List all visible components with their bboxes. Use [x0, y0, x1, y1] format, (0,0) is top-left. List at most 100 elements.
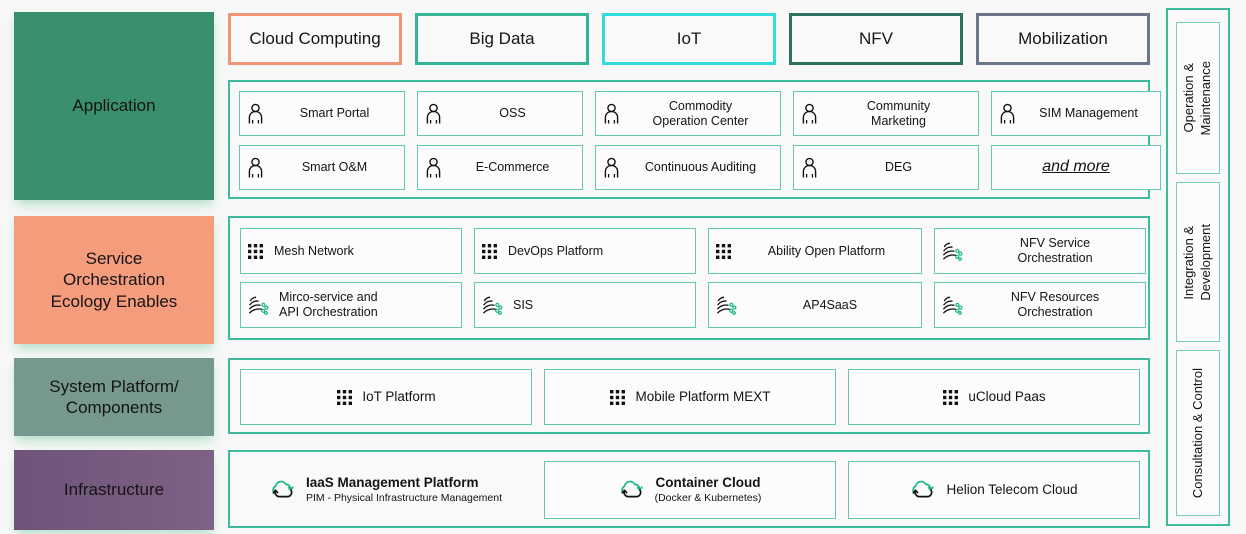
- app-item-label: and more: [1042, 158, 1110, 176]
- svc-item-label: NFV Service Orchestration: [1017, 236, 1093, 265]
- inf-item-container-cloud[interactable]: Container Cloud (Docker & Kubernetes): [544, 461, 836, 519]
- layer-label-system-text: System Platform/ Components: [49, 376, 179, 417]
- signal-arc-icon: [482, 296, 503, 315]
- side-item-integration-development[interactable]: Integration & Development: [1176, 182, 1220, 342]
- tag-nfv[interactable]: NFV: [789, 13, 963, 65]
- sys-item-mobile-platform-mext[interactable]: Mobile Platform MEXT: [544, 369, 836, 425]
- technology-tag-row: Cloud Computing Big Data IoT NFV Mobiliz…: [228, 13, 1150, 65]
- layer-label-application-text: Application: [72, 96, 156, 116]
- app-item-and-more[interactable]: and more: [991, 145, 1161, 190]
- svc-item-sis[interactable]: SIS: [474, 282, 696, 328]
- tag-big-data-label: Big Data: [469, 29, 535, 48]
- inf-item-iaas-management-platform[interactable]: IaaS Management Platform PIM - Physical …: [240, 461, 532, 519]
- tag-mobilization-label: Mobilization: [1018, 29, 1108, 48]
- signal-arc-icon: [942, 296, 963, 315]
- layer-label-service: Service Orchestration Ecology Enables: [14, 216, 214, 344]
- tag-iot-label: IoT: [676, 29, 702, 48]
- inf-item-subtitle: (Docker & Kubernetes): [654, 491, 762, 504]
- dots-grid-icon: [610, 389, 626, 405]
- inf-item-title: Container Cloud: [655, 475, 761, 491]
- sys-item-label: uCloud Paas: [968, 389, 1046, 405]
- service-items-grid: Mesh Network DevOps Platform Ability Ope…: [240, 228, 1146, 330]
- person-icon: [802, 103, 817, 123]
- side-item-label: Integration & Development: [1181, 223, 1213, 301]
- app-item-oss[interactable]: OSS: [417, 91, 583, 136]
- app-item-label: Commodity Operation Center: [652, 98, 749, 128]
- layer-label-system: System Platform/ Components: [14, 358, 214, 436]
- person-icon: [248, 103, 263, 123]
- svc-item-label: AP4SaaS: [802, 297, 858, 312]
- person-icon: [802, 157, 817, 177]
- tag-mobilization[interactable]: Mobilization: [976, 13, 1150, 65]
- cross-cutting-services-column: Operation & Maintenance Integration & De…: [1166, 8, 1230, 526]
- system-items-grid: IoT Platform Mobile Platform MEXT uCloud…: [240, 369, 1140, 425]
- svc-item-nfv-service-orchestration[interactable]: NFV Service Orchestration: [934, 228, 1146, 274]
- layer-label-infrastructure: Infrastructure: [14, 450, 214, 530]
- layers-content-column: Cloud Computing Big Data IoT NFV Mobiliz…: [228, 0, 1161, 534]
- app-item-continuous-auditing[interactable]: Continuous Auditing: [595, 145, 781, 190]
- app-item-e-commerce[interactable]: E-Commerce: [417, 145, 583, 190]
- service-layer-panel: Mesh Network DevOps Platform Ability Ope…: [228, 216, 1150, 340]
- app-item-label: Community Marketing: [866, 98, 931, 128]
- inf-item-subtitle: PIM - Physical Infrastructure Management: [305, 491, 503, 504]
- person-icon: [1000, 103, 1015, 123]
- signal-arc-icon: [716, 296, 737, 315]
- person-icon: [248, 157, 263, 177]
- sys-item-label: IoT Platform: [362, 389, 436, 405]
- tag-big-data[interactable]: Big Data: [415, 13, 589, 65]
- cloud-refresh-icon: [912, 480, 935, 498]
- cloud-refresh-icon: [272, 480, 294, 498]
- app-item-label: Smart O&M: [301, 160, 368, 175]
- inf-item-helion-telecom-cloud[interactable]: Helion Telecom Cloud: [848, 461, 1140, 519]
- tag-cloud-computing[interactable]: Cloud Computing: [228, 13, 402, 65]
- sys-item-ucloud-paas[interactable]: uCloud Paas: [848, 369, 1140, 425]
- layer-label-column: Application Service Orchestration Ecolog…: [14, 0, 214, 534]
- application-items-grid: Smart Portal OSS Commodity Operation Cen…: [239, 91, 1161, 190]
- inf-item-title: IaaS Management Platform: [305, 475, 479, 491]
- svc-item-mesh-network[interactable]: Mesh Network: [240, 228, 462, 274]
- layer-label-service-text: Service Orchestration Ecology Enables: [50, 249, 178, 311]
- app-item-sim-management[interactable]: SIM Management: [991, 91, 1161, 136]
- dots-grid-icon: [482, 243, 497, 259]
- app-item-label: Smart Portal: [299, 106, 370, 121]
- infrastructure-items-grid: IaaS Management Platform PIM - Physical …: [240, 461, 1140, 519]
- signal-arc-icon: [942, 242, 963, 261]
- app-item-label: SIM Management: [1039, 106, 1138, 121]
- svc-item-devops-platform[interactable]: DevOps Platform: [474, 228, 696, 274]
- svc-item-label: DevOps Platform: [508, 243, 604, 258]
- person-icon: [604, 157, 619, 177]
- sys-item-iot-platform[interactable]: IoT Platform: [240, 369, 532, 425]
- person-icon: [604, 103, 619, 123]
- system-layer-panel: IoT Platform Mobile Platform MEXT uCloud…: [228, 358, 1150, 434]
- dots-grid-icon: [248, 243, 263, 259]
- sys-item-label: Mobile Platform MEXT: [635, 389, 771, 405]
- app-item-deg[interactable]: DEG: [793, 145, 979, 190]
- svc-item-label: Mirco-service and API Orchestration: [279, 290, 378, 319]
- tag-cloud-computing-label: Cloud Computing: [249, 29, 381, 48]
- side-item-consultation-control[interactable]: Consultation & Control: [1176, 350, 1220, 516]
- layer-label-infrastructure-text: Infrastructure: [63, 480, 165, 500]
- svc-item-ability-open-platform[interactable]: Ability Open Platform: [708, 228, 922, 274]
- svc-item-label: Mesh Network: [274, 243, 354, 258]
- svc-item-nfv-resources-orchestration[interactable]: NFV Resources Orchestration: [934, 282, 1146, 328]
- app-item-label: DEG: [884, 160, 913, 175]
- svc-item-ap4saas[interactable]: AP4SaaS: [708, 282, 922, 328]
- dots-grid-icon: [337, 389, 353, 405]
- svc-item-micro-service-api-orchestration[interactable]: Mirco-service and API Orchestration: [240, 282, 462, 328]
- app-item-commodity-operation-center[interactable]: Commodity Operation Center: [595, 91, 781, 136]
- app-item-smart-om[interactable]: Smart O&M: [239, 145, 405, 190]
- tag-iot[interactable]: IoT: [602, 13, 776, 65]
- side-item-label: Operation & Maintenance: [1181, 60, 1213, 136]
- app-item-label: OSS: [499, 106, 526, 121]
- person-icon: [426, 157, 441, 177]
- person-icon: [426, 103, 441, 123]
- cloud-refresh-icon: [620, 480, 643, 498]
- svc-item-label: Ability Open Platform: [767, 243, 886, 258]
- dots-grid-icon: [716, 243, 731, 259]
- svc-item-label: NFV Resources Orchestration: [1010, 290, 1100, 319]
- app-item-community-marketing[interactable]: Community Marketing: [793, 91, 979, 136]
- side-item-operation-maintenance[interactable]: Operation & Maintenance: [1176, 22, 1220, 174]
- app-item-smart-portal[interactable]: Smart Portal: [239, 91, 405, 136]
- signal-arc-icon: [248, 296, 269, 315]
